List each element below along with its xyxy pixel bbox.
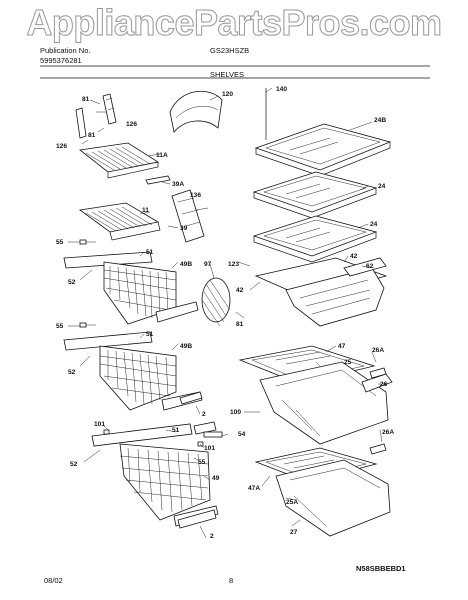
shelf-cover-120: [169, 90, 223, 133]
callout-label: 140: [276, 86, 287, 93]
bracket-126-upper: [102, 93, 117, 125]
callout-label: 51: [146, 249, 154, 256]
callout-label: 81: [88, 132, 96, 139]
callout-label: 39: [180, 225, 188, 232]
glass-shelf-24-lower: [252, 215, 378, 263]
section-title: SHELVES: [210, 70, 245, 79]
callout-label: 25A: [286, 499, 298, 506]
bracket-136: [171, 189, 205, 243]
callout-label: 26A: [372, 347, 384, 354]
callout-label: 47A: [248, 485, 260, 492]
callout-label: 81: [82, 96, 90, 103]
callout-label: 11: [142, 207, 149, 214]
callout-label: 11A: [156, 152, 168, 159]
callout-label: 123: [228, 261, 239, 268]
callout-label: 24: [378, 183, 386, 190]
callout-label: 120: [222, 91, 233, 98]
fan-guard-97: [201, 277, 231, 327]
watermark-logo: AppliancePartsPros.com: [26, 2, 443, 44]
callout-label: 54: [238, 431, 246, 438]
wire-shelf-11a: [79, 142, 160, 179]
callout-label: 52: [68, 369, 76, 376]
callout-label: 42: [236, 287, 244, 294]
callout-label: 25: [344, 359, 352, 366]
clip-101-left: [103, 429, 110, 435]
basket-49b-lower: [63, 331, 203, 411]
callout-label: 126: [56, 143, 67, 150]
callout-labels: 81 126 81 126 120 140 24B 11A 39A 24 136…: [56, 86, 394, 540]
diagram-code: N58SBBEBD1: [356, 564, 406, 573]
clip-55-middle: [79, 322, 96, 328]
clip-55-upper: [79, 239, 96, 245]
callout-label: 49B: [180, 343, 192, 350]
publication-label: Publication No.: [40, 46, 91, 55]
callout-label: 97: [204, 261, 212, 268]
hinge-26a-upper: [369, 367, 387, 379]
callout-label: 51: [146, 331, 154, 338]
callout-label: 27: [290, 529, 298, 536]
crisper-drawer-27: [275, 459, 391, 537]
callout-label: 26: [380, 381, 388, 388]
trim-2-bottom: [177, 509, 217, 529]
callout-label: 26A: [382, 429, 394, 436]
wire-shelf-11: [78, 202, 161, 241]
trim-strip-39a: [145, 175, 171, 185]
callout-label: 49: [212, 475, 220, 482]
model-number: GS23HSZB: [210, 46, 250, 55]
basket-49: [91, 421, 219, 527]
callout-label: 101: [94, 421, 105, 428]
publication-number: 5995376281: [40, 56, 82, 65]
callout-label: 52: [70, 461, 78, 468]
callout-label: 55: [198, 459, 206, 466]
trim-2-mid: [179, 391, 203, 405]
leader-lines: [68, 87, 386, 539]
callout-label: 47: [338, 343, 346, 350]
callout-label: 49B: [180, 261, 192, 268]
callout-label: 55: [56, 323, 64, 330]
callout-label: 51: [172, 427, 180, 434]
footer-date: 08/02: [44, 576, 63, 585]
callout-label: 136: [190, 192, 201, 199]
drawer-62: [254, 257, 388, 327]
callout-label: 42: [350, 253, 358, 260]
callout-label: 39A: [172, 181, 184, 188]
callout-label: 52: [68, 279, 76, 286]
basket-49b-upper: [63, 251, 199, 325]
callout-label: 55: [56, 239, 64, 246]
callout-label: 24B: [374, 117, 386, 124]
glass-shelf-24-upper: [252, 171, 378, 219]
callout-label: 2: [210, 533, 214, 540]
callout-label: 2: [202, 411, 206, 418]
callout-label: 126: [126, 121, 137, 128]
callout-label: 81: [236, 321, 244, 328]
callout-label: 100: [230, 409, 241, 416]
bracket-126-lower: [75, 107, 87, 139]
crisper-drawer-25: [259, 361, 393, 445]
callout-label: 62: [366, 263, 374, 270]
glass-shelf-24b: [254, 123, 392, 177]
hinge-26a-lower: [369, 443, 387, 455]
clip-54: [203, 431, 223, 438]
callout-label: 24: [370, 221, 378, 228]
clip-101-right: [197, 441, 204, 447]
page-number: 8: [229, 576, 234, 585]
callout-label: 101: [204, 445, 215, 452]
